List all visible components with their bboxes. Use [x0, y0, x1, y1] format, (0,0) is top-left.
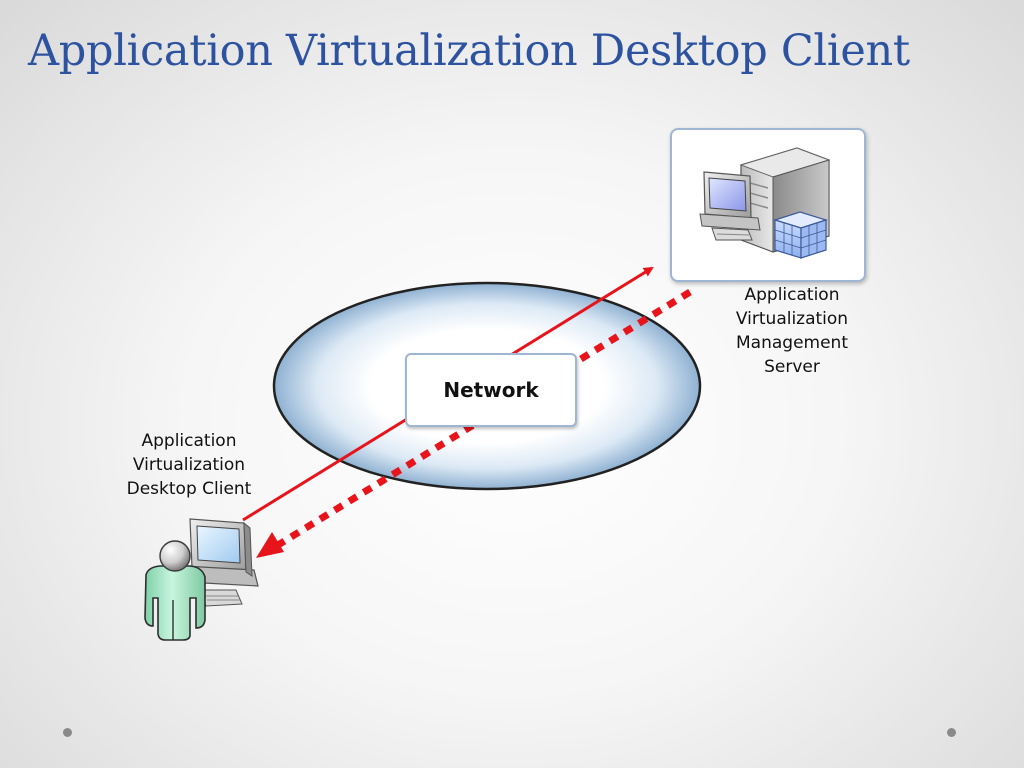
server-frame: [670, 128, 866, 282]
network-node: Network: [405, 353, 577, 427]
slide-nav-dot-left: [63, 728, 72, 737]
user-workstation-icon: [144, 518, 259, 641]
server-label-line-2: Virtualization: [735, 309, 849, 329]
server-label-line-3: Management: [736, 333, 848, 353]
response-arrowhead: [256, 532, 284, 558]
client-label: Application Virtualization Desktop Clien…: [104, 429, 274, 501]
slide-title: Application Virtualization Desktop Clien…: [28, 26, 910, 76]
server-label-line-4: Server: [764, 357, 820, 377]
client-label-line-2: Virtualization: [132, 455, 246, 475]
server-label-line-1: Application: [744, 285, 840, 305]
slide-nav-dot-right: [947, 728, 956, 737]
client-label-line-3: Desktop Client: [126, 479, 252, 499]
server-label: Application Virtualization Management Se…: [706, 283, 878, 379]
client-label-line-1: Application: [141, 431, 237, 451]
